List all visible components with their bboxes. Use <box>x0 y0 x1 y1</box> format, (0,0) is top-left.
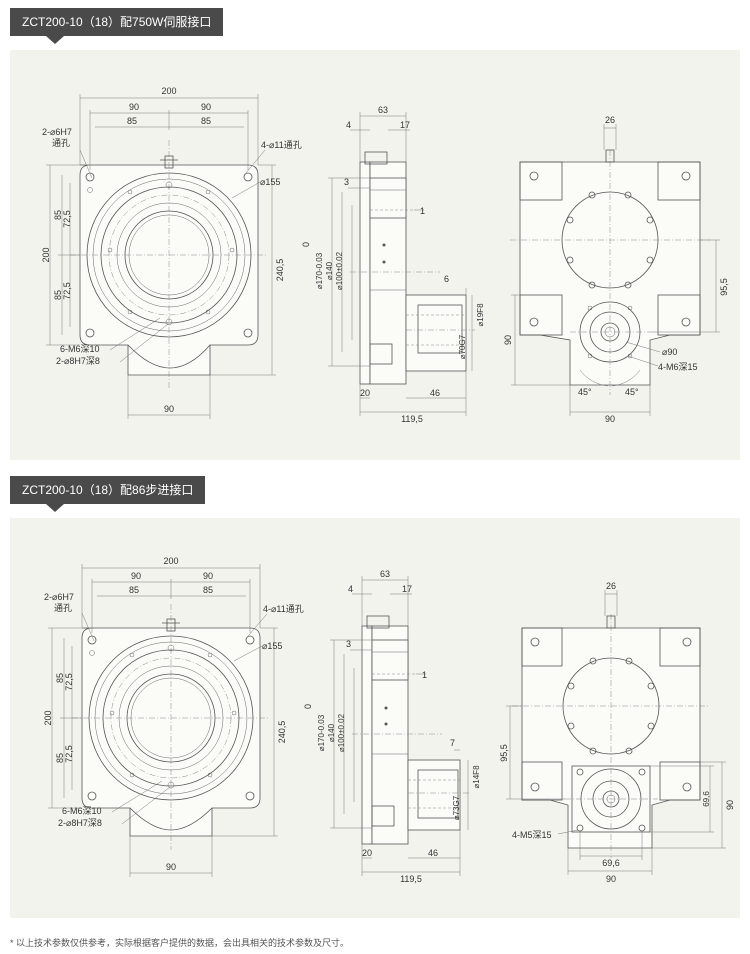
side2-dim-4: 4 <box>348 584 353 594</box>
side2-dim-46: 46 <box>428 848 438 858</box>
front-dim-200-left: 200 <box>41 247 51 262</box>
front2-dim-85-lower: 85 <box>55 753 65 763</box>
section-2-drawing: 200 90 90 85 85 2-⌀6H7 通孔 4-⌀11通孔 ⌀155 2… <box>43 556 735 884</box>
side-dim-119: 119,5 <box>401 414 423 424</box>
section-1-tab-notch <box>46 36 64 44</box>
section-2-tab-notch <box>46 504 64 512</box>
side2-dim-17: 17 <box>402 584 412 594</box>
front2-through-note: 4-⌀11通孔 <box>263 604 304 614</box>
front-dim-240: 240,5 <box>275 259 285 282</box>
front2-hole-note-2: 通孔 <box>54 603 72 613</box>
front-dim-85-lower: 85 <box>53 290 63 300</box>
section-2-title: ZCT200-10（18）配86步进接口 <box>10 476 206 504</box>
front2-dim-85-upper: 85 <box>55 673 65 683</box>
front2-dim-240: 240,5 <box>277 721 287 744</box>
back2-dim-69-bottom: 69,6 <box>602 858 620 868</box>
front2-pin-note: 2-⌀8H7深8 <box>58 818 102 828</box>
side-view-2: 63 4 17 3 1 0 ⌀170-0.03 ⌀140 ⌀100±0.02 7… <box>303 569 481 884</box>
back-angle-right: 45° <box>625 387 639 397</box>
back-angle-left: 45° <box>578 387 592 397</box>
back-dim-90-side: 90 <box>503 335 513 345</box>
side-dia-shaft: ⌀19F8 <box>476 303 485 327</box>
front-view-2: 200 90 90 85 85 2-⌀6H7 通孔 4-⌀11通孔 ⌀155 2… <box>43 556 304 877</box>
side2-dia-pilot: ⌀73G7 <box>452 795 461 820</box>
front-circle-note: ⌀155 <box>260 177 280 187</box>
front-dim-72-lower: 72,5 <box>62 282 72 300</box>
side2-dim-0: 0 <box>303 704 313 709</box>
front2-dim-85-right: 85 <box>203 585 213 595</box>
front-dim-90-bottom: 90 <box>164 404 174 414</box>
side-view: 63 4 17 3 1 0 ⌀170-0.03 ⌀140 ⌀100±0.02 6… <box>301 105 485 424</box>
side2-dim-63: 63 <box>380 569 390 579</box>
section-1-drawing-panel: 200 90 90 85 85 2-⌀6H7 通孔 4-⌀11通孔 ⌀155 2… <box>10 50 740 460</box>
back-dim-90-bottom: 90 <box>605 414 615 424</box>
front2-circle-note: ⌀155 <box>262 641 282 651</box>
back-thread-note: 4-M6深15 <box>658 362 698 372</box>
back-dim-95: 95,5 <box>719 278 729 296</box>
side-dim-63: 63 <box>378 105 388 115</box>
side-dim-6: 6 <box>444 274 449 284</box>
front-hole-note: 2-⌀6H7 <box>42 127 72 137</box>
side2-dia-shaft: ⌀14F8 <box>472 765 481 789</box>
section-1-title-text: ZCT200-10（18）配750W伺服接口 <box>22 15 212 29</box>
section-1-drawing: 200 90 90 85 85 2-⌀6H7 通孔 4-⌀11通孔 ⌀155 2… <box>41 86 729 424</box>
side-dim-3: 3 <box>344 177 349 187</box>
section-2-title-text: ZCT200-10（18）配86步进接口 <box>22 483 194 497</box>
side-dia-100: ⌀100±0.02 <box>335 251 344 290</box>
front-dim-90-left: 90 <box>129 102 139 112</box>
back-dim-26: 26 <box>605 115 615 125</box>
side2-dim-119: 119,5 <box>400 874 422 884</box>
back2-dim-90-side: 90 <box>725 800 735 810</box>
front2-dim-90-bottom: 90 <box>166 862 176 872</box>
footnote: * 以上技术参数仅供参考，实际根据客户提供的数据，会出具相关的技术参数及尺寸。 <box>10 938 350 948</box>
back2-dim-26: 26 <box>606 581 616 591</box>
side2-dim-7: 7 <box>450 738 455 748</box>
back2-dim-95: 95,5 <box>499 744 509 762</box>
front-dim-90-right: 90 <box>201 102 211 112</box>
front-dim-85-left: 85 <box>127 116 137 126</box>
front-dim-85-upper: 85 <box>53 210 63 220</box>
back2-thread-note: 4-M5深15 <box>512 830 552 840</box>
back-view: 26 95,5 90 ⌀90 4-M6深15 45° 45° 90 <box>503 115 729 424</box>
side-dim-17: 17 <box>400 120 410 130</box>
front2-thread-note: 6-M6深10 <box>62 806 102 816</box>
front-pin-note: 2-⌀8H7深8 <box>56 356 100 366</box>
side-dim-46: 46 <box>430 388 440 398</box>
side-dim-0: 0 <box>301 242 311 247</box>
section-1-title: ZCT200-10（18）配750W伺服接口 <box>10 8 224 36</box>
front2-hole-note: 2-⌀6H7 <box>44 592 74 602</box>
front-dim-200: 200 <box>161 86 176 96</box>
front2-dim-200-left: 200 <box>43 710 53 725</box>
section-2-drawing-panel: 200 90 90 85 85 2-⌀6H7 通孔 4-⌀11通孔 ⌀155 2… <box>10 518 740 918</box>
front2-dim-72-upper: 72,5 <box>64 673 74 691</box>
back-dia-90: ⌀90 <box>662 347 677 357</box>
front-dim-72-upper: 72,5 <box>62 210 72 228</box>
front-thread-note: 6-M6深10 <box>60 344 100 354</box>
side2-dia-170: ⌀170-0.03 <box>317 714 326 751</box>
side-dim-20: 20 <box>360 388 370 398</box>
front-through-note: 4-⌀11通孔 <box>261 140 302 150</box>
back-view-2: 26 95,5 69,6 90 4-M5深15 69,6 90 <box>499 581 735 884</box>
front2-dim-200: 200 <box>163 556 178 566</box>
side-dia-pilot: ⌀70G7 <box>458 334 467 359</box>
front-hole-note-2: 通孔 <box>52 138 70 148</box>
side2-dim-1: 1 <box>422 670 427 680</box>
front2-dim-85-left: 85 <box>129 585 139 595</box>
front2-dim-72-lower: 72,5 <box>64 745 74 763</box>
front-view: 200 90 90 85 85 2-⌀6H7 通孔 4-⌀11通孔 ⌀155 2… <box>41 86 302 419</box>
front2-dim-90-right: 90 <box>203 571 213 581</box>
side2-dia-100: ⌀100±0.02 <box>337 713 346 752</box>
side2-dim-20: 20 <box>362 848 372 858</box>
side-dim-1: 1 <box>420 206 425 216</box>
front-dim-85-right: 85 <box>201 116 211 126</box>
side2-dim-3: 3 <box>346 639 351 649</box>
back2-dim-69-side: 69,6 <box>702 791 711 807</box>
side-dia-170: ⌀170-0.03 <box>315 252 324 289</box>
back2-dim-90-bottom: 90 <box>606 874 616 884</box>
side2-dia-140: ⌀140 <box>327 723 336 742</box>
front2-dim-90-left: 90 <box>131 571 141 581</box>
side-dim-4: 4 <box>346 120 351 130</box>
side-dia-140: ⌀140 <box>325 261 334 280</box>
